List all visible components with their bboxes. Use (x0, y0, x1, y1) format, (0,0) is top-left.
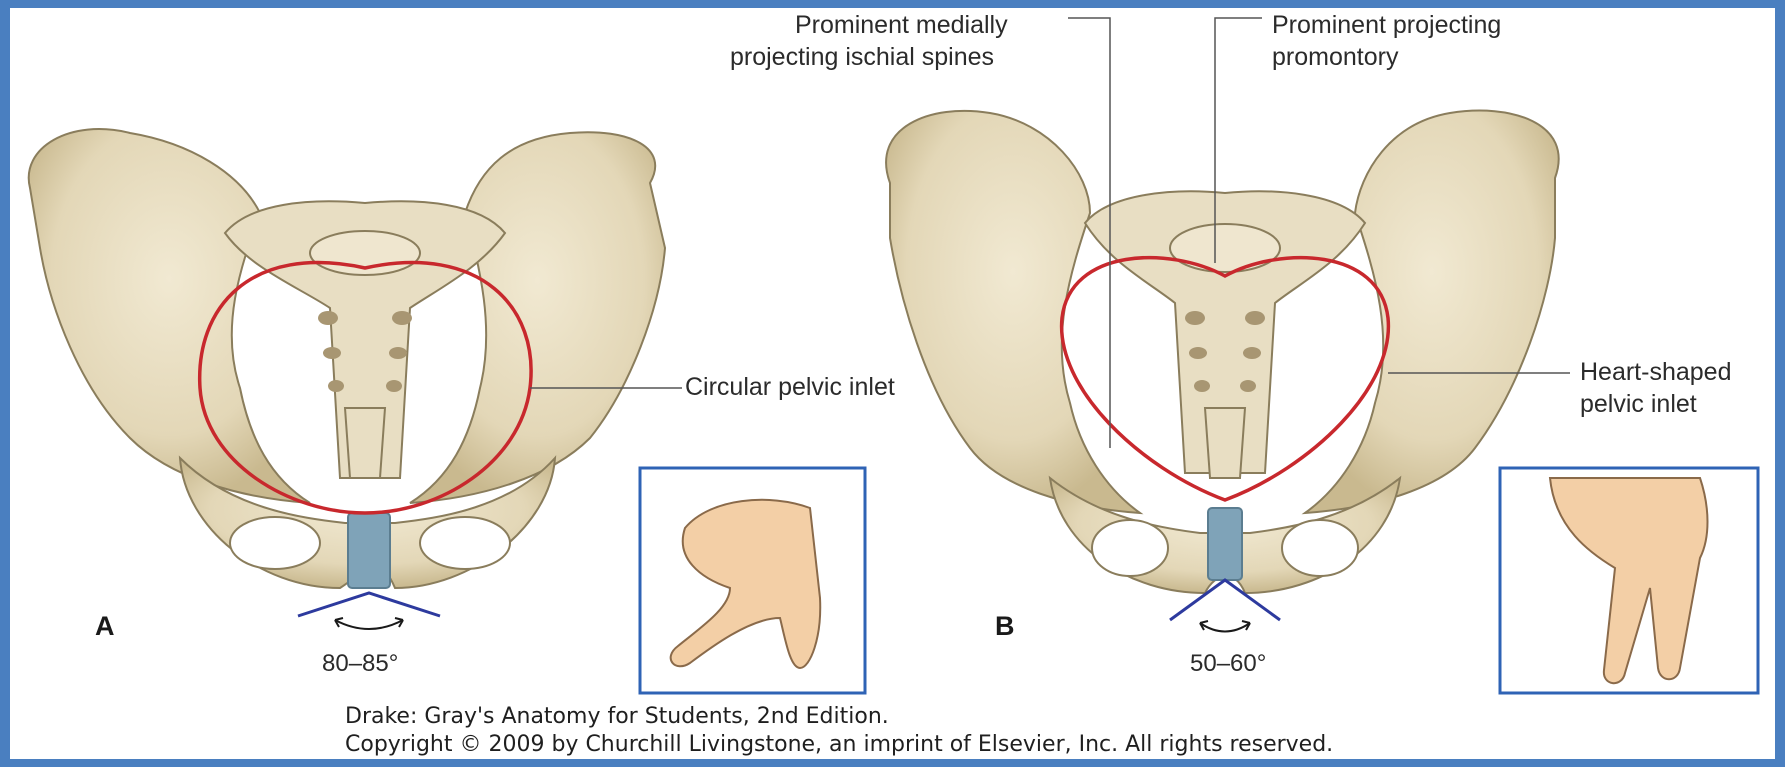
heart-inlet-label-line2: pelvic inlet (1580, 389, 1697, 420)
left-ilium-a (29, 129, 310, 503)
circular-inlet-label: Circular pelvic inlet (685, 372, 895, 403)
left-obturator-foramen-a (230, 517, 320, 569)
heart-inlet-label-line1: Heart-shaped (1580, 357, 1731, 388)
subpubic-angle-label-a: 80–85° (322, 650, 398, 678)
female-pelvis-illustration (29, 129, 682, 629)
promontory-label-line1: Prominent projecting (1272, 10, 1501, 41)
hand-inset-a (640, 468, 865, 693)
pubic-symphysis-a (348, 513, 390, 588)
ischial-spines-label-line2: projecting ischial spines (730, 42, 994, 73)
subpubic-angle-arc-a (298, 593, 440, 616)
panel-letter-b: B (995, 611, 1015, 642)
male-pelvis-illustration (886, 18, 1570, 632)
right-obturator-foramen-a (420, 517, 510, 569)
right-obturator-foramen-b (1282, 520, 1358, 576)
figure-canvas: A 80–85° Circular pelvic inlet B 50–60° … (10, 8, 1775, 759)
subpubic-angle-label-b: 50–60° (1190, 650, 1266, 678)
left-ilium-b (886, 111, 1140, 513)
promontory-label-line2: promontory (1272, 42, 1398, 73)
hand-inset-b (1500, 468, 1758, 693)
sacral-promontory-b (1170, 224, 1280, 272)
pubic-symphysis-b (1208, 508, 1242, 580)
left-obturator-foramen-b (1092, 520, 1168, 576)
right-ilium-b (1305, 111, 1559, 513)
panel-letter-a: A (95, 611, 115, 642)
ischial-spines-label-line1: Prominent medially (795, 10, 1008, 41)
credit-line-2: Copyright © 2009 by Churchill Livingston… (345, 730, 1333, 759)
credit-line-1: Drake: Gray's Anatomy for Students, 2nd … (345, 702, 889, 732)
right-ilium-a (410, 132, 665, 503)
